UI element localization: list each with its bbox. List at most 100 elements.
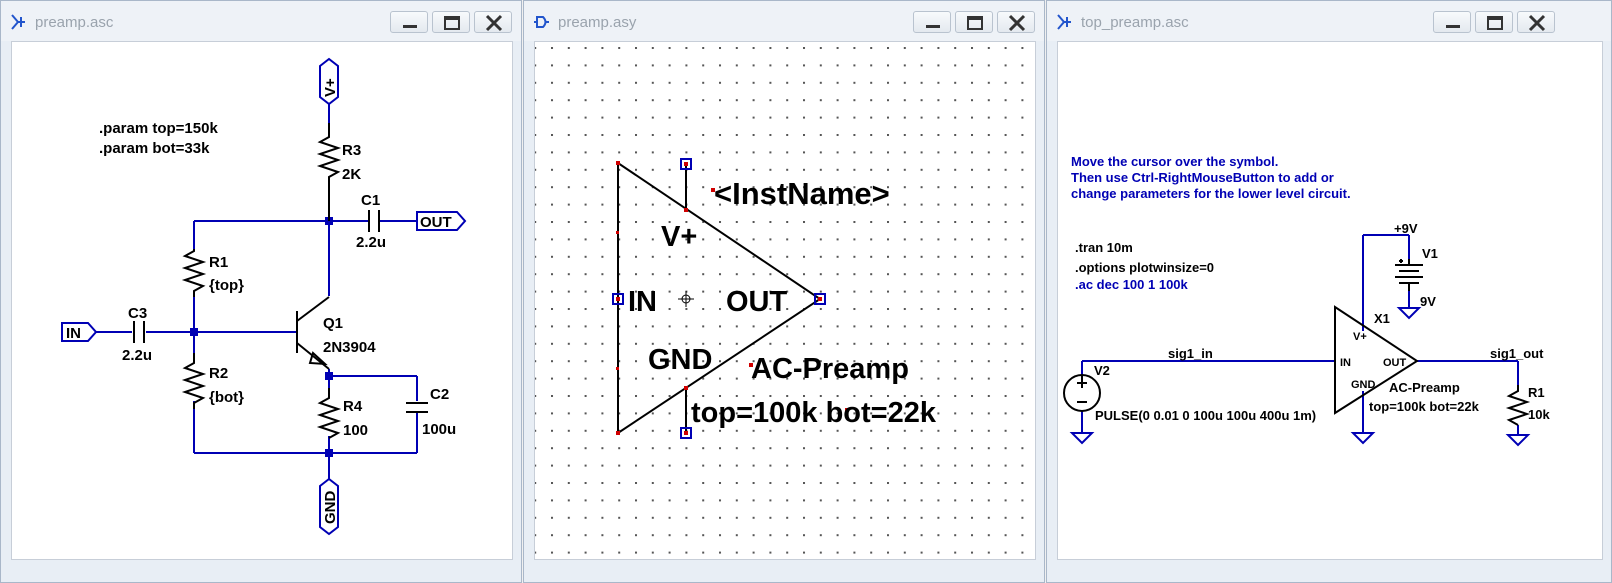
pin-out-label: OUT — [726, 286, 788, 318]
R1-resistor[interactable] — [181, 249, 207, 297]
C1-value: 2.2u — [356, 234, 386, 251]
C1-name: C1 — [361, 192, 380, 209]
top-titlebar[interactable]: top_preamp.asc — [1047, 1, 1611, 41]
R1-name: R1 — [209, 254, 228, 271]
pins[interactable] — [612, 158, 826, 439]
V1-value: 9V — [1420, 294, 1436, 309]
X1-pin-out: OUT — [1383, 357, 1407, 369]
V2-source[interactable] — [1063, 374, 1101, 412]
R2-value: {bot} — [209, 389, 244, 406]
symbol-canvas[interactable]: <InstName> V+ IN OUT GND AC-Preamp top=1… — [534, 41, 1036, 560]
port-out-label: OUT — [420, 214, 452, 231]
schematic-titlebar[interactable]: preamp.asc — [1, 1, 521, 41]
window-title: preamp.asc — [35, 14, 114, 31]
X1-name: X1 — [1374, 311, 1390, 326]
maximize-button[interactable] — [1475, 11, 1513, 33]
close-button[interactable] — [997, 11, 1035, 33]
schematic-drawing[interactable]: V+ OUT IN GND .param top=150k .param bot… — [12, 42, 512, 559]
Q1-transistor[interactable] — [296, 296, 330, 370]
origin-crosshair — [678, 291, 694, 307]
X1-pin-vplus: V+ — [1353, 331, 1367, 343]
window-title: top_preamp.asc — [1081, 14, 1189, 31]
symbol-window[interactable]: preamp.asy — [523, 0, 1045, 583]
schematic-window[interactable]: preamp.asc — [0, 0, 522, 583]
instruction-line-2: Then use Ctrl-RightMouseButton to add or — [1071, 170, 1334, 185]
params-label: top=100k bot=22k — [691, 397, 937, 429]
schematic-icon — [11, 14, 25, 30]
R1-value: 10k — [1528, 407, 1550, 422]
directive-ac: .ac dec 100 1 100k — [1075, 277, 1189, 292]
Q1-value: 2N3904 — [323, 339, 376, 356]
X1-symbol[interactable] — [1334, 305, 1419, 415]
schematic-canvas[interactable]: V+ OUT IN GND .param top=150k .param bot… — [11, 41, 513, 560]
C2-name: C2 — [430, 386, 449, 403]
port-out[interactable]: OUT — [416, 211, 467, 231]
minimize-button[interactable] — [390, 11, 428, 33]
R1-value: {top} — [209, 277, 244, 294]
pin-gnd-label: GND — [648, 344, 712, 376]
C3-capacitor[interactable] — [133, 321, 145, 343]
R4-value: 100 — [343, 422, 368, 439]
R3-name: R3 — [342, 142, 361, 159]
port-gnd-label: GND — [322, 491, 339, 525]
V1-supply-label: +9V — [1394, 221, 1418, 236]
symbol-drawing[interactable]: <InstName> V+ IN OUT GND AC-Preamp top=1… — [535, 42, 1035, 559]
instruction-line-1: Move the cursor over the symbol. — [1071, 154, 1278, 169]
X1-value: AC-Preamp — [1389, 380, 1460, 395]
R1-resistor[interactable] — [1505, 385, 1531, 426]
R2-resistor[interactable] — [181, 353, 207, 409]
ground-symbols — [1069, 307, 1531, 447]
close-button[interactable] — [474, 11, 512, 33]
close-button[interactable] — [1517, 11, 1555, 33]
symbol-icon — [534, 16, 549, 28]
Q1-name: Q1 — [323, 315, 343, 332]
junctions — [190, 217, 333, 457]
net-sig1-out: sig1_out — [1490, 346, 1544, 361]
pin-in-label: IN — [628, 286, 657, 318]
top-window[interactable]: top_preamp.asc — [1046, 0, 1612, 583]
top-drawing[interactable]: Move the cursor over the symbol. Then us… — [1058, 42, 1602, 559]
wires — [96, 104, 418, 479]
V2-name: V2 — [1094, 363, 1110, 378]
port-vplus-label: V+ — [322, 78, 339, 97]
V1-source[interactable] — [1395, 259, 1423, 291]
port-gnd[interactable]: GND — [319, 477, 339, 536]
R4-name: R4 — [343, 398, 363, 415]
X1-params: top=100k bot=22k — [1369, 399, 1480, 414]
instname-label: <InstName> — [714, 176, 890, 211]
X1-pin-gnd: GND — [1351, 379, 1376, 391]
value-label: AC-Preamp — [751, 353, 909, 385]
port-in-label: IN — [66, 325, 81, 342]
maximize-button[interactable] — [432, 11, 470, 33]
C2-value: 100u — [422, 421, 456, 438]
R1-name: R1 — [1528, 385, 1545, 400]
C3-name: C3 — [128, 305, 147, 322]
R2-name: R2 — [209, 365, 228, 382]
net-sig1-in: sig1_in — [1168, 346, 1213, 361]
handles — [616, 161, 849, 435]
V2-value: PULSE(0 0.01 0 100u 100u 400u 1m) — [1095, 408, 1316, 423]
symbol-titlebar[interactable]: preamp.asy — [524, 1, 1044, 41]
C3-value: 2.2u — [122, 347, 152, 364]
maximize-button[interactable] — [955, 11, 993, 33]
param-top: .param top=150k — [99, 120, 218, 137]
X1-pin-in: IN — [1340, 357, 1351, 369]
wires — [1081, 234, 1519, 435]
port-in[interactable]: IN — [61, 322, 98, 342]
window-title: preamp.asy — [558, 14, 637, 31]
R3-resistor[interactable] — [316, 123, 342, 221]
instruction-line-3: change parameters for the lower level ci… — [1071, 186, 1351, 201]
port-vplus[interactable]: V+ — [319, 57, 339, 106]
param-bot: .param bot=33k — [99, 140, 210, 157]
minimize-button[interactable] — [913, 11, 951, 33]
C2-capacitor[interactable] — [406, 402, 428, 413]
schematic-icon — [1057, 14, 1071, 30]
R4-resistor[interactable] — [316, 388, 342, 439]
V1-name: V1 — [1422, 246, 1438, 261]
minimize-button[interactable] — [1433, 11, 1471, 33]
C1-capacitor[interactable] — [368, 210, 380, 232]
directive-tran: .tran 10m — [1075, 240, 1133, 255]
directive-options: .options plotwinsize=0 — [1075, 260, 1214, 275]
R3-value: 2K — [342, 166, 361, 183]
top-canvas[interactable]: Move the cursor over the symbol. Then us… — [1057, 41, 1603, 560]
